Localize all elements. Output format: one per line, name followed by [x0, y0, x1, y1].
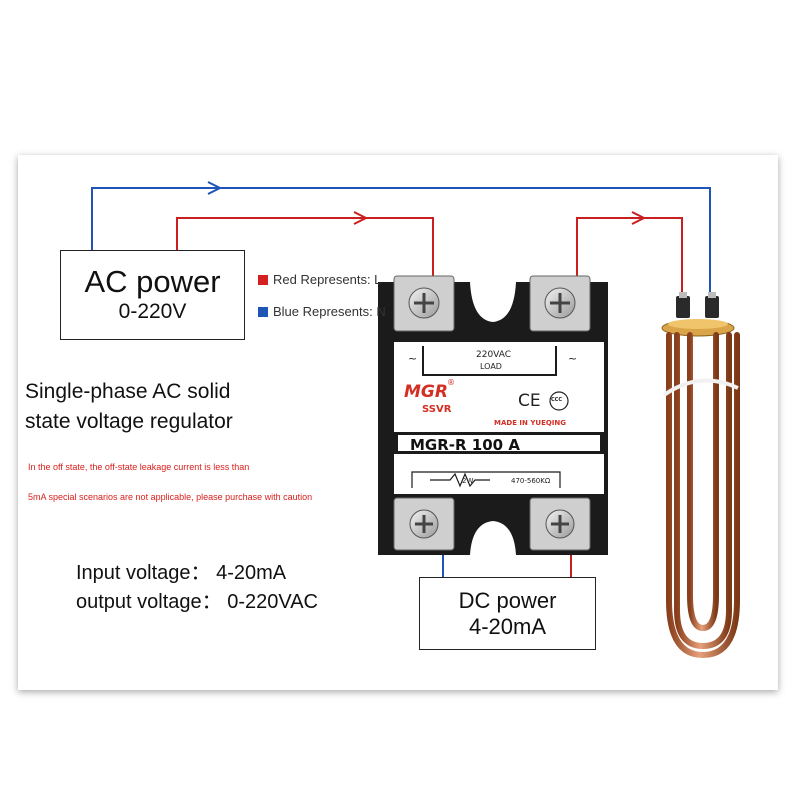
- resistance-label: 470-560KΩ: [511, 477, 551, 485]
- ccc-label: CCC: [551, 397, 563, 403]
- brand-logo: MGR: [404, 382, 448, 402]
- ccc-mark-icon: [549, 391, 569, 411]
- red-wire-ac: [176, 217, 434, 283]
- heading-line-1: Single-phase AC solid: [25, 380, 231, 403]
- legend-red-label: Red Represents: L: [273, 272, 382, 287]
- red-swatch: [258, 274, 268, 285]
- dc-power-title: DC power: [458, 588, 557, 613]
- warning-note-1: In the off state, the off-state leakage …: [28, 462, 250, 472]
- model-number: MGR-R 100 A: [410, 436, 520, 454]
- terminal-screw-icon: [544, 287, 576, 319]
- input-voltage-spec: Input voltage： 4-20mA: [76, 562, 287, 584]
- dc-power-range: 4-20mA: [468, 614, 547, 639]
- terminal-screw-icon: [545, 509, 575, 539]
- tilde-left: ~: [408, 352, 418, 365]
- load-label: LOAD: [480, 362, 502, 371]
- blue-wire: [91, 187, 711, 304]
- made-in-label: MADE IN YUEQING: [494, 419, 567, 427]
- ac-power-range: 0-220V: [118, 300, 187, 323]
- solid-state-relay: [378, 275, 608, 555]
- tilde-right: ~: [568, 352, 578, 365]
- arrow-right-icon: [631, 211, 647, 225]
- legend-red: Red Represents: L: [258, 272, 381, 287]
- terminal-screw-icon: [409, 509, 439, 539]
- red-wire-load: [576, 217, 683, 304]
- blue-swatch: [258, 306, 268, 317]
- dc-power-box: DC power 4-20mA: [419, 577, 596, 650]
- ce-mark-icon: CE: [518, 391, 541, 411]
- output-voltage-spec: output voltage： 0-220VAC: [76, 591, 319, 613]
- series-label: SSVR: [422, 404, 452, 415]
- ac-power-title: AC power: [84, 264, 221, 299]
- registered-mark: ®: [447, 378, 455, 387]
- terminal-screw-icon: [408, 287, 440, 319]
- load-voltage: 220VAC: [476, 350, 512, 360]
- relay-labels: ~ ~ 220VAC LOAD MGR ® SSVR CE CCC MADE I…: [378, 270, 608, 555]
- legend-blue-label: Blue Represents: N: [273, 304, 386, 319]
- ac-power-box: AC power 0-220V: [60, 250, 245, 340]
- heading-line-2: state voltage regulator: [25, 410, 233, 433]
- product-heading: Single-phase AC solid state voltage regu…: [25, 377, 233, 437]
- arrow-right-icon: [353, 211, 369, 225]
- potentiometer-symbol-icon: [411, 471, 561, 488]
- warning-note-2: 5mA special scenarios are not applicable…: [28, 492, 313, 502]
- arrow-right-icon: [207, 181, 223, 195]
- heating-element: [661, 292, 740, 659]
- wattage-label: 2W: [462, 477, 474, 485]
- legend-blue: Blue Represents: N: [258, 304, 386, 319]
